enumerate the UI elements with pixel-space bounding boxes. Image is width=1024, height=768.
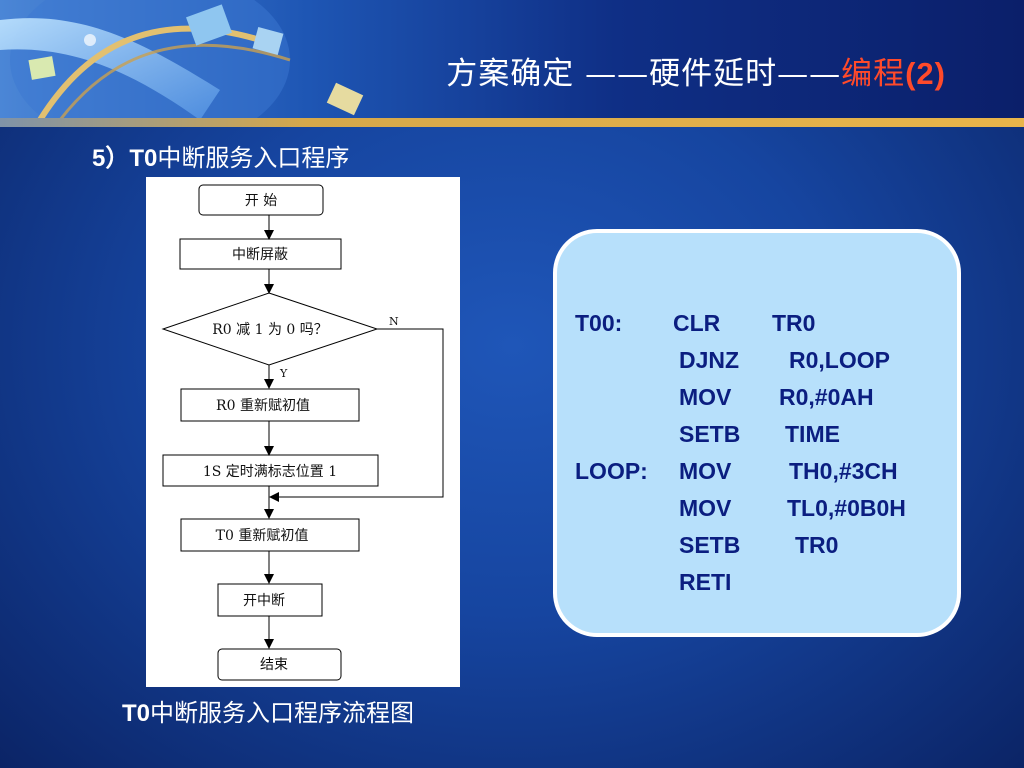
code-op: RETI xyxy=(679,569,732,595)
decorative-graphic xyxy=(0,0,364,120)
section-heading-text: 中断服务入口程序 xyxy=(157,145,350,172)
flow-no-branch xyxy=(269,328,444,502)
code-arg: TR0 xyxy=(772,310,816,336)
flow-r0-reload-box xyxy=(180,388,360,422)
code-arg: R0,#0AH xyxy=(779,384,874,410)
code-op: SETB xyxy=(679,532,741,558)
flowchart: 开 始 中断屏蔽 R0 减 1 为 0 吗？ N Y R0 重新赋初值 1S 定… xyxy=(161,184,444,681)
flowchart-caption: T0中断服务入口程序流程图 xyxy=(122,693,414,728)
flow-no-label: N xyxy=(389,315,399,328)
header-divider xyxy=(0,118,1024,127)
code-arg: TR0 xyxy=(795,532,839,558)
code-line: T00: xyxy=(575,310,622,337)
flow-end-label: 结束 xyxy=(260,657,288,673)
code-arg: TH0,#3CH xyxy=(789,458,898,484)
caption-prefix: T0 xyxy=(122,700,151,727)
flow-start-box xyxy=(198,184,324,216)
code-op: MOV xyxy=(679,495,732,521)
code-op: MOV xyxy=(679,384,732,410)
code-op: MOV xyxy=(679,458,732,484)
flow-flag-label: 1S 定时满标志位置 1 xyxy=(203,464,337,480)
flow-start-label: 开 始 xyxy=(245,193,277,209)
code-arg: R0,LOOP xyxy=(789,347,890,373)
flow-r0-reload-label: R0 重新赋初值 xyxy=(216,397,310,414)
code-op: SETB xyxy=(679,421,741,447)
caption-text: 中断服务入口程序流程图 xyxy=(150,700,415,727)
code-op: DJNZ xyxy=(679,347,740,373)
code-box: T00: CLR TR0 DJNZ R0,LOOP MOV R0,#0AH SE… xyxy=(553,229,961,637)
flow-mask-label: 中断屏蔽 xyxy=(232,247,288,263)
flow-end-box xyxy=(217,648,342,681)
title-number: (2) xyxy=(905,56,946,91)
flow-decision-label: R0 减 1 为 0 吗？ xyxy=(212,322,328,338)
flowchart-panel: 开 始 中断屏蔽 R0 减 1 为 0 吗？ N Y R0 重新赋初值 1S 定… xyxy=(146,177,460,687)
section-heading: 5）T0中断服务入口程序 xyxy=(92,138,349,173)
flow-enable-label: 开中断 xyxy=(243,593,285,609)
flow-t0-reload-label: T0 重新赋初值 xyxy=(216,527,309,544)
flow-yes-label: Y xyxy=(279,367,288,380)
code-arg: TL0,#0B0H xyxy=(787,495,906,521)
code-label: T00: xyxy=(575,310,623,336)
code-arg: TIME xyxy=(785,421,840,447)
flow-flag-box xyxy=(162,454,379,487)
flow-mask-box xyxy=(179,238,342,270)
flow-enable-box xyxy=(217,583,323,617)
header-banner: 方案确定 ——硬件延时——编程(2) xyxy=(0,0,1024,120)
title-highlight: 编程 xyxy=(841,56,906,92)
code-op: CLR xyxy=(673,310,721,336)
code-label: LOOP: xyxy=(575,458,648,484)
title-main: 方案确定 ——硬件延时—— xyxy=(446,56,842,92)
flow-t0-reload-box xyxy=(180,518,360,552)
page-title: 方案确定 ——硬件延时——编程(2) xyxy=(446,48,946,93)
section-heading-prefix: 5）T0 xyxy=(92,145,158,172)
